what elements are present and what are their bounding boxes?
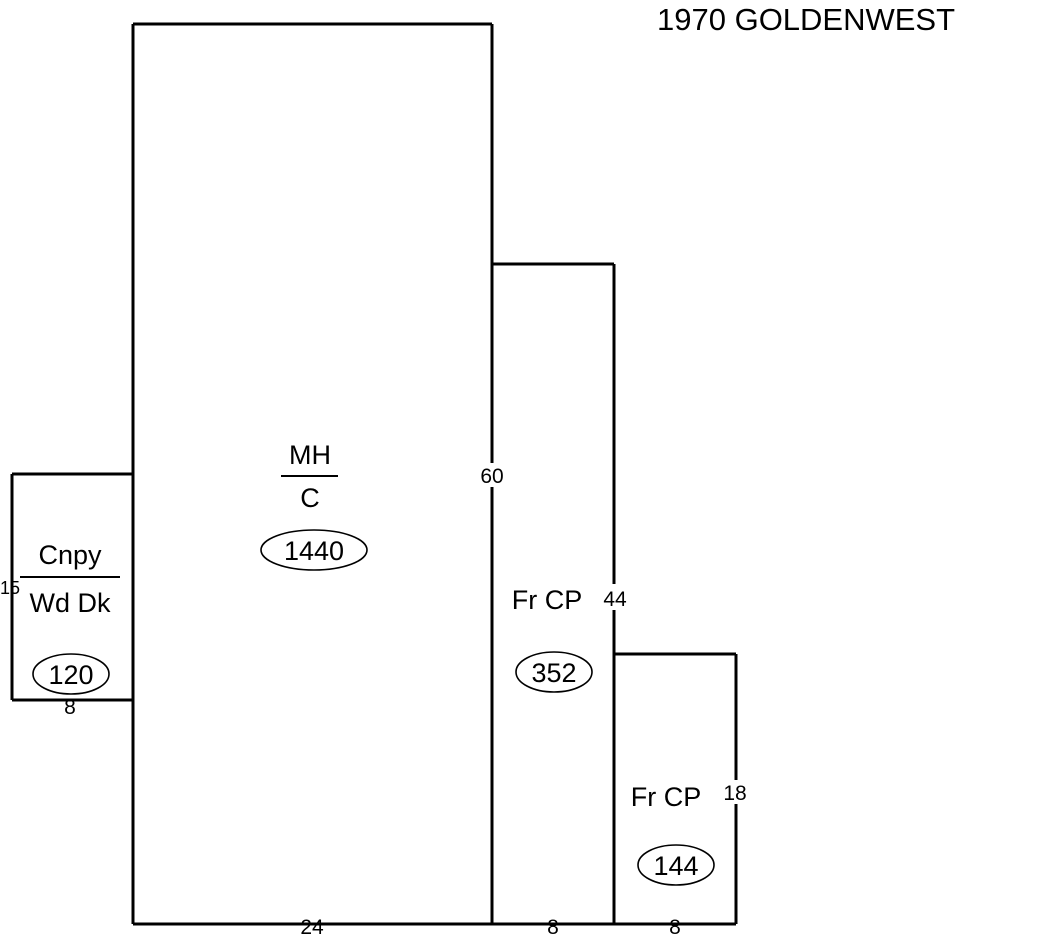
carport-2-label: Fr CP	[631, 782, 702, 812]
carport-1-area-value: 352	[531, 658, 576, 688]
canopy-label-top: Cnpy	[38, 540, 102, 570]
canopy-side-dimension: 15	[0, 578, 20, 598]
main-home-outline	[131, 22, 494, 926]
canopy-label-bottom: Wd Dk	[30, 588, 112, 618]
canopy-area-value: 120	[48, 660, 93, 690]
carport-2-area-value: 144	[653, 851, 698, 881]
canopy-bottom-dimension: 8	[64, 696, 76, 719]
carport-2-side-dimension: 18	[723, 782, 746, 805]
main-height-dimension: 60	[480, 465, 503, 488]
main-width-dimension: 24	[300, 916, 324, 936]
carport-2-area-oval	[637, 844, 715, 886]
carport-1-side-dimension: 44	[603, 588, 627, 611]
main-area-oval	[260, 529, 368, 571]
carport-1-label: Fr CP	[512, 585, 583, 615]
carport-1-width-dimension: 8	[547, 916, 559, 936]
canopy-deck-outline	[10, 472, 133, 702]
canopy-area-oval	[32, 653, 110, 695]
main-label-top: MH	[289, 440, 331, 470]
sketch-title: 1970 GOLDENWEST	[657, 2, 955, 37]
main-label-bottom: C	[300, 483, 320, 513]
carport-1-area-oval	[515, 651, 593, 693]
main-area-value: 1440	[284, 536, 344, 566]
carport-2-width-dimension: 8	[669, 916, 681, 936]
